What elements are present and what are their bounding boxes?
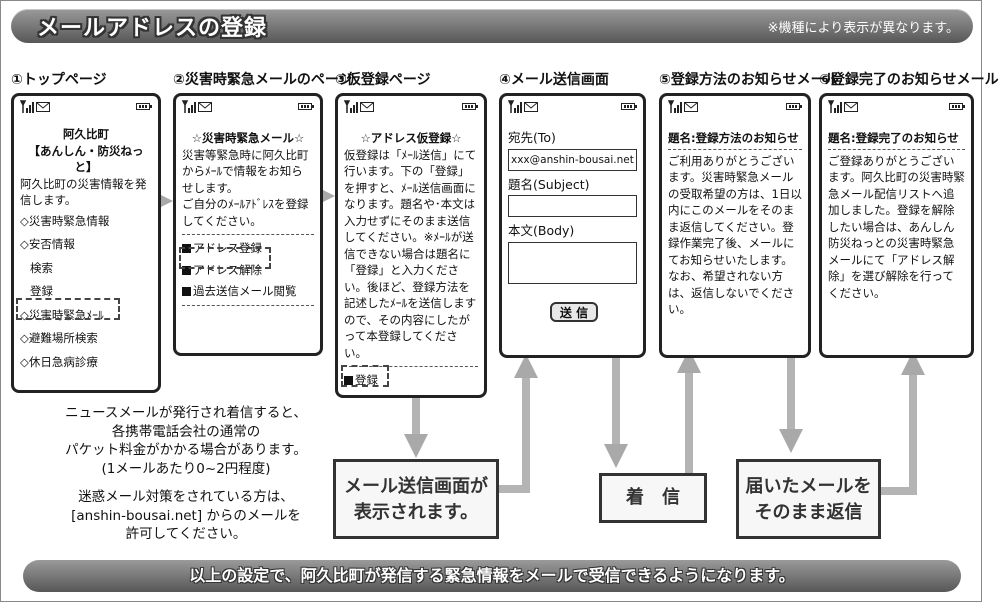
status-bar: [827, 99, 965, 115]
menu-link-holiday-clinic[interactable]: ◇休日急病診療: [20, 354, 98, 369]
menu-link-disaster-info[interactable]: ◇災害時緊急情報: [20, 213, 110, 228]
page-body: 仮登録は「ﾒｰﾙ送信」にて行います。下の「登録」を押すと、ﾒｰﾙ送信画面になりま…: [344, 147, 477, 360]
footer-banner: 以上の設定で、阿久比町が発信する緊急情報をメールで受信できるようになります。: [23, 560, 961, 592]
status-bar: [343, 99, 478, 115]
phone-provisional-register-page: ☆アドレス仮登録☆ 仮登録は「ﾒｰﾙ送信」にて行います。下の「登録」を押すと、ﾒ…: [335, 93, 487, 398]
menu-link-register[interactable]: 登録: [30, 284, 53, 298]
step-label-4: ④メール送信画面: [499, 72, 609, 88]
mail-icon: [684, 102, 698, 112]
callout-reply-line2: そのまま返信: [754, 502, 863, 523]
menu-link-search[interactable]: 検索: [30, 260, 53, 275]
mail-icon: [360, 102, 374, 112]
battery-icon: [462, 103, 478, 110]
mail-body: ご利用ありがとうございます。災害時緊急メールの受取希望の方は、1日以内にこのメー…: [668, 153, 802, 317]
signal-icon: [667, 100, 682, 113]
info-notes: ニュースメールが発行され着信すると、 各携帯電話会社の通常の パケット料金がかか…: [21, 404, 351, 544]
arrow-callout-to-4: [498, 354, 538, 493]
info-line-1: ニュースメールが発行され着信すると、: [65, 405, 307, 421]
square-bullet-icon: [344, 376, 353, 385]
signal-icon: [181, 100, 196, 113]
subject-label: 題名(Subject): [508, 176, 590, 192]
site-subtitle: 【あんしん・防災ねっと】: [28, 143, 144, 175]
send-button[interactable]: 送 信: [550, 302, 598, 322]
mail-subject: 題名:登録完了のお知らせ: [828, 131, 959, 145]
step-label-1: ①トップページ: [11, 72, 107, 88]
menu-link-past-mail[interactable]: 過去送信メール閲覧: [182, 283, 314, 300]
battery-icon: [949, 103, 965, 110]
highlight-address-register: [179, 247, 271, 269]
menu-link-address-cancel[interactable]: アドレス解除: [182, 262, 314, 279]
highlight-emergency-mail: [16, 298, 120, 320]
mail-subject: 題名:登録方法のお知らせ: [668, 131, 799, 145]
page-title: ☆アドレス仮登録☆: [360, 131, 462, 145]
subject-field[interactable]: [508, 195, 637, 217]
info-line-5: 迷惑メール対策をされている方は、: [78, 489, 294, 505]
square-bullet-icon: [182, 287, 191, 296]
callout-reply-line1: 届いたメールを: [745, 476, 872, 497]
info-line-3: パケット料金がかかる場合があります。: [65, 442, 307, 458]
phone-mail-send-screen: 宛先(To) xxx@anshin-bousai.net 題名(Subject)…: [499, 93, 646, 358]
phone-register-method-mail: 題名:登録方法のお知らせ ご利用ありがとうございます。災害時緊急メールの受取希望…: [659, 93, 811, 358]
divider: [182, 234, 314, 235]
battery-icon: [298, 103, 314, 110]
phone-top-page: 阿久比町 【あんしん・防災ねっと】 阿久比町の災害情報を発信します。 ◇災害時緊…: [11, 93, 161, 393]
divider: [344, 366, 478, 367]
signal-icon: [827, 100, 842, 113]
square-bullet-icon: [182, 265, 191, 275]
arrow-reply-to-6: [881, 351, 925, 495]
site-title: 阿久比町: [63, 127, 109, 141]
page-title: ☆災害時緊急メール☆: [191, 131, 305, 145]
mail-icon: [844, 102, 858, 112]
body-field[interactable]: [508, 241, 637, 284]
info-line-6: [anshin-bousai.net] からのメールを: [71, 507, 301, 524]
signal-icon: [343, 100, 358, 113]
status-bar: [667, 99, 802, 115]
menu-link-register[interactable]: 登録: [344, 372, 478, 389]
signal-icon: [507, 100, 522, 113]
info-line-2: 各携帯電話会社の通常の: [111, 423, 261, 440]
page-body-register: ご自分のﾒｰﾙｱﾄﾞﾚｽを登録してください。: [182, 197, 309, 228]
menu-link-shelter-search[interactable]: ◇避難場所検索: [20, 331, 98, 345]
callout-mail-screen-line1: メール送信画面が: [344, 476, 488, 497]
body-label: 本文(Body): [508, 223, 575, 238]
highlight-register: [341, 365, 389, 387]
menu-link-safety-info[interactable]: ◇安否情報: [20, 237, 75, 251]
callout-mail-screen: メール送信画面が 表示されます。: [333, 459, 499, 539]
callout-reply: 届いたメールを そのまま返信: [736, 459, 881, 539]
battery-icon: [786, 103, 802, 110]
step-label-3: ③仮登録ページ: [335, 72, 431, 88]
site-description: 阿久比町の災害情報を発信します。: [20, 176, 147, 208]
step-label-2: ②災害時緊急メールのページ: [173, 72, 353, 88]
battery-icon: [621, 103, 637, 110]
mail-icon: [36, 102, 50, 112]
divider: [828, 148, 965, 150]
step-label-6: ⑥登録完了のお知らせメール: [819, 72, 999, 88]
step-label-5: ⑤登録方法のお知らせメール: [659, 72, 839, 88]
mail-body: ご登録ありがとうございます。阿久比町の災害時緊急メール配信リストへ追加しました。…: [828, 153, 965, 300]
phone-register-complete-mail: 題名:登録完了のお知らせ ご登録ありがとうございます。阿久比町の災害時緊急メール…: [819, 93, 974, 358]
header-title: メールアドレスの登録: [37, 16, 268, 41]
mail-icon: [524, 102, 538, 112]
divider: [182, 304, 314, 306]
signal-icon: [19, 100, 34, 113]
callout-arrival: 着 信: [599, 473, 707, 523]
status-bar: [507, 99, 637, 115]
header-note: ※機種により表示が異なります。: [767, 21, 959, 36]
info-line-7: 許可してください。: [125, 526, 247, 542]
to-label: 宛先(To): [508, 130, 556, 145]
to-field[interactable]: xxx@anshin-bousai.net: [508, 148, 637, 171]
page-body: 災害等緊急時に阿久比町からﾒｰﾙで情報をお知らせします。: [182, 147, 309, 195]
phone-emergency-mail-page: ☆災害時緊急メール☆ 災害等緊急時に阿久比町からﾒｰﾙで情報をお知らせします。 …: [173, 93, 323, 356]
status-bar: [181, 99, 314, 115]
header-banner: メールアドレスの登録 ※機種により表示が異なります。: [11, 9, 973, 43]
status-bar: [19, 99, 152, 115]
divider: [668, 148, 802, 150]
mail-icon: [198, 102, 212, 112]
callout-mail-screen-line2: 表示されます。: [353, 502, 479, 523]
info-line-4: (1メールあたり0~2円程度): [101, 460, 271, 477]
battery-icon: [136, 103, 152, 110]
